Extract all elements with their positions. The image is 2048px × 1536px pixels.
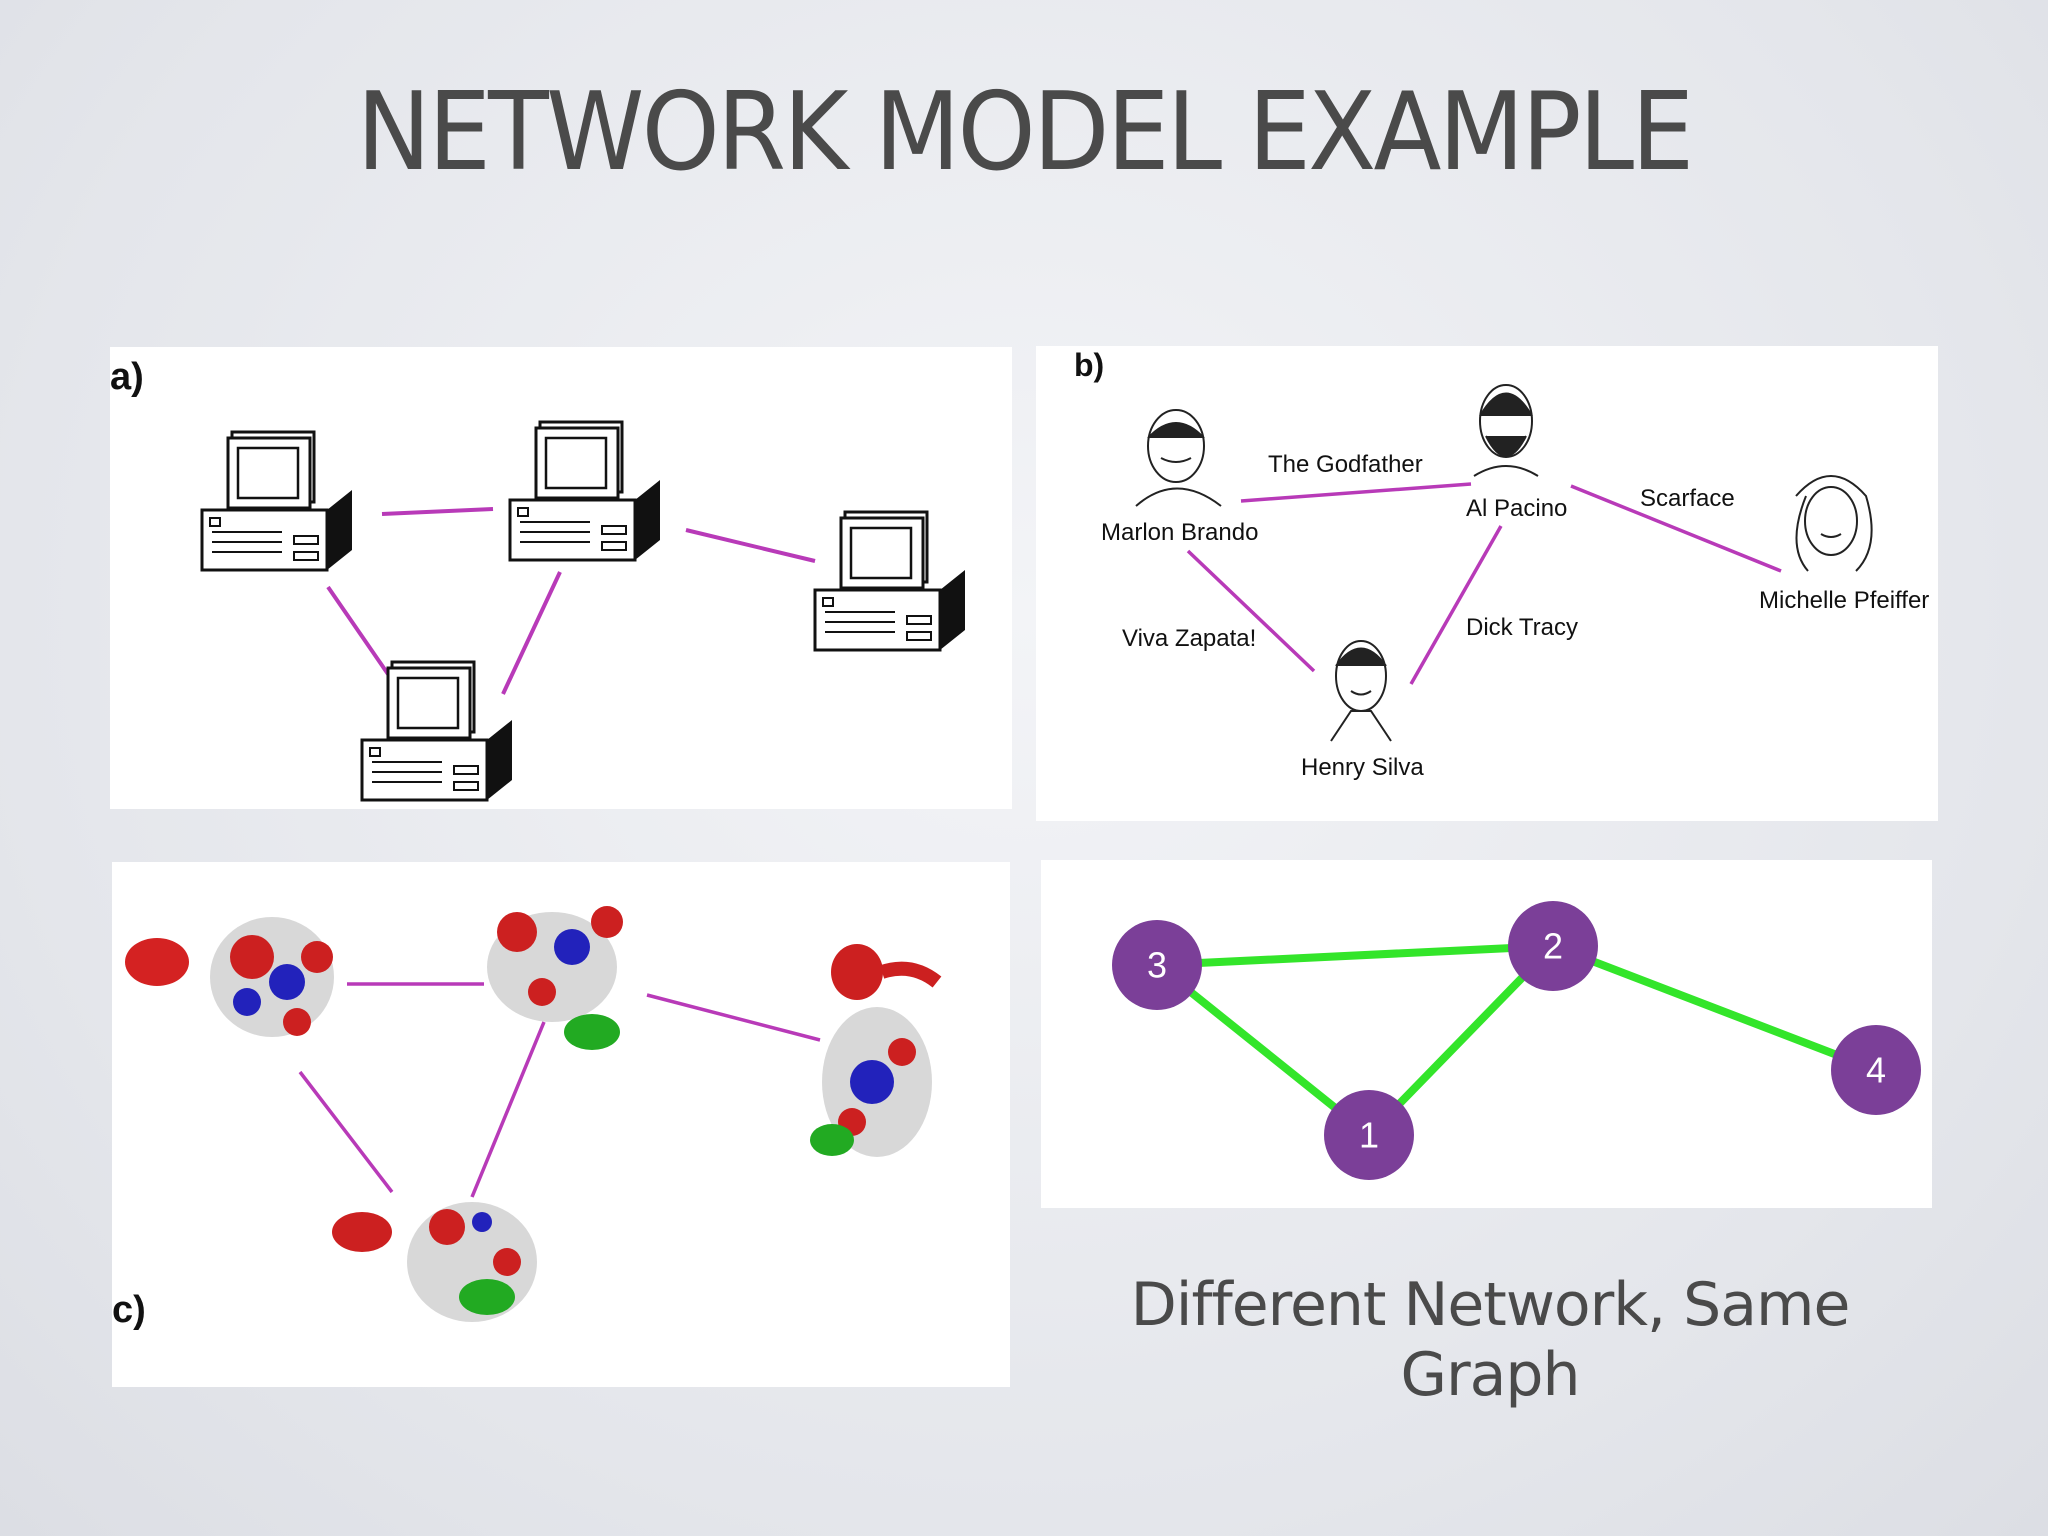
- graph-edge: [1153, 961, 1373, 1139]
- panel-c-label: c): [112, 1289, 146, 1331]
- graph-node-3: 3: [1112, 920, 1202, 1010]
- link-line: [381, 507, 494, 516]
- panel-actor-network: b): [1036, 346, 1938, 821]
- protein-structure: [487, 906, 623, 1050]
- graph-node-4: 4: [1831, 1025, 1921, 1115]
- computer-network-diagram: a): [110, 356, 967, 802]
- link-line: [646, 993, 821, 1042]
- link-line: [1186, 549, 1316, 673]
- person-label-al-pacino: Al Pacino: [1466, 495, 1567, 522]
- slide-title: NETWORK MODEL EXAMPLE: [356, 70, 1695, 195]
- panel-protein-network: c): [112, 862, 1010, 1387]
- link-line: [1240, 482, 1472, 503]
- panel-abstract-graph: 3 2 1 4: [1041, 860, 1932, 1208]
- protein-network-diagram: c): [112, 906, 942, 1331]
- graph-node-2: 2: [1508, 901, 1598, 991]
- link-line: [685, 528, 816, 563]
- slide-caption: Different Network, Same Graph: [1130, 1270, 1851, 1410]
- link-line: [470, 1021, 546, 1198]
- marlon-brando-portrait: [1135, 409, 1222, 507]
- film-label-the-godfather: The Godfather: [1268, 451, 1423, 478]
- al-pacino-portrait: [1473, 384, 1539, 477]
- computer-icon: [200, 430, 354, 572]
- person-label-henry-silva: Henry Silva: [1301, 754, 1424, 781]
- svg-text:4: 4: [1866, 1050, 1886, 1091]
- panel-a-label: a): [110, 356, 144, 398]
- computer-icon: [360, 660, 514, 802]
- link-line: [1409, 525, 1503, 685]
- film-label-dick-tracy: Dick Tracy: [1466, 614, 1578, 641]
- henry-silva-portrait: [1330, 640, 1392, 742]
- svg-text:1: 1: [1359, 1115, 1379, 1156]
- svg-text:3: 3: [1147, 945, 1167, 986]
- michelle-pfeiffer-portrait: [1795, 475, 1873, 572]
- computer-icon: [508, 420, 662, 562]
- protein-structure: [332, 1202, 537, 1322]
- protein-structure: [810, 944, 942, 1157]
- film-label-scarface: Scarface: [1640, 485, 1735, 512]
- film-label-viva-zapata: Viva Zapata!: [1122, 625, 1256, 652]
- person-label-marlon-brando: Marlon Brando: [1101, 519, 1258, 546]
- link-line: [501, 571, 562, 695]
- link-line: [326, 585, 392, 679]
- graph-node-1: 1: [1324, 1090, 1414, 1180]
- link-line: [1570, 484, 1782, 573]
- panel-b-label: b): [1074, 347, 1104, 383]
- protein-structure: [125, 917, 334, 1037]
- graph-edge: [1153, 942, 1557, 969]
- abstract-graph-diagram: 3 2 1 4: [1112, 901, 1921, 1180]
- person-label-michelle-pfeiffer: Michelle Pfeiffer: [1759, 587, 1929, 614]
- panel-computer-network: a): [110, 347, 1012, 809]
- graph-edge: [1549, 942, 1880, 1074]
- computer-icon: [813, 510, 967, 652]
- actor-network-diagram: b): [1074, 347, 1929, 781]
- svg-text:2: 2: [1543, 926, 1563, 967]
- link-line: [298, 1070, 394, 1194]
